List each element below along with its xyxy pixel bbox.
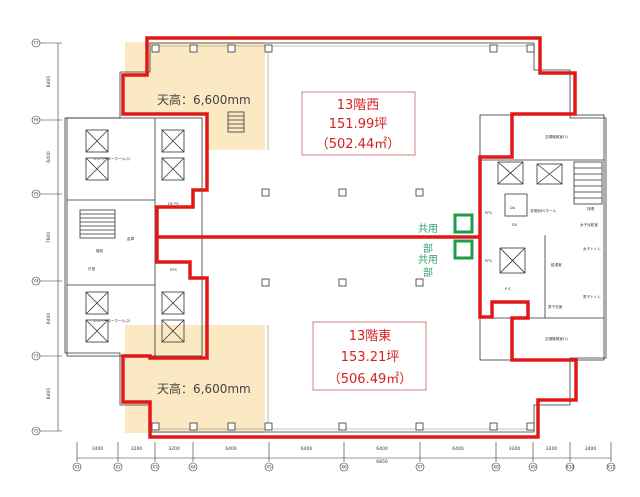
ceiling-height-bottom: 天高：6,600mm (157, 381, 251, 396)
unit-sqm: （506.49㎡） (328, 372, 413, 387)
room-label: 付室 (88, 266, 96, 271)
room-label: 階段 (96, 248, 104, 253)
room-label: 非常用EVホール (530, 208, 557, 213)
x-grid-marker (188, 462, 198, 472)
x-grid-marker (339, 462, 349, 472)
room-label: 女子化粧室 (580, 222, 598, 227)
x-grid-marker (606, 462, 616, 472)
room-label: 空調機械室(1) (545, 134, 569, 139)
x-grid-marker (528, 462, 538, 472)
unit-name: 13階東 (349, 328, 392, 344)
x-grid-label: X3 (152, 465, 158, 470)
y-grid-label: Y5 (33, 192, 39, 197)
common-area-marker-2 (453, 239, 474, 260)
x-grid-label: X9 (530, 465, 536, 470)
common-area-label: 部 (423, 266, 433, 279)
x-grid-label: X10 (566, 465, 574, 470)
columns (151, 44, 535, 431)
x-dimension: 3200 (509, 446, 521, 452)
unit-tsubo: 151.99坪 (329, 117, 388, 132)
west-unit-label: 13階西 151.99坪 （502.44㎡） (301, 91, 416, 156)
x-grid-marker (264, 462, 274, 472)
room-labels: エレベーターホール(1) エレベーターホール(2) 倉庫 階段 付室 EPS D… (88, 134, 601, 341)
x-grid-axis: X1 X2 X3 X4 X5 X6 X7 X8 X9 X10 X11 3400 3200 3200 6400… (72, 442, 616, 472)
y-grid-label: Y2 (33, 429, 39, 434)
y-grid-marker (31, 276, 41, 286)
stairs-left (79, 209, 116, 239)
y-grid-marker (31, 351, 41, 361)
room-label: EPS (485, 259, 492, 263)
x-grid-marker (565, 462, 575, 472)
x-grid-marker (150, 462, 160, 472)
elevators-left (85, 129, 185, 343)
x-dimension: 3200 (168, 446, 180, 452)
room-label: エレベーターホール(1) (93, 156, 131, 161)
y-grid-marker (31, 38, 41, 48)
unit-tsubo: 153.21坪 (341, 350, 400, 365)
y-grid-label: Y3 (33, 354, 39, 359)
y-dimension: 6400 (46, 76, 52, 88)
unit-name: 13階西 (337, 98, 380, 113)
room-label: EPS (170, 268, 177, 272)
x-total-dimension: 6850 (376, 459, 388, 465)
room-label: EPS (485, 211, 492, 215)
y-dimension: 7600 (46, 232, 52, 244)
common-area-marker-1 (453, 213, 474, 234)
right-core (227, 111, 603, 274)
x-dimension: 6400 (376, 446, 388, 452)
east-unit-label: 13階東 153.21坪 （506.49㎡） (312, 321, 427, 391)
y-dimension: 6400 (46, 388, 52, 400)
ceiling-height-top: 天高：6,600mm (157, 92, 251, 107)
room-label: 倉庫 (127, 236, 135, 241)
x-grid-label: X1 (74, 465, 80, 470)
room-label: 男子トイレ (583, 294, 601, 299)
x-grid-marker (72, 462, 82, 472)
y-dimension: 6400 (46, 151, 52, 163)
room-label: DA (510, 206, 516, 210)
x-dimension: 3200 (131, 446, 143, 452)
x-grid-label: X2 (115, 465, 121, 470)
x-grid-label: X8 (493, 465, 499, 470)
y-grid-marker (31, 189, 41, 199)
room-label: 女子トイレ (583, 246, 601, 251)
room-label: 空調機械室(2) (545, 336, 569, 341)
ceiling-area-top (125, 42, 265, 150)
x-grid-marker (415, 462, 425, 472)
unit-sqm: （502.44㎡） (316, 137, 401, 152)
x-dimension: 3200 (546, 446, 558, 452)
room-label: P S (505, 287, 511, 291)
x-grid-label: X4 (190, 465, 196, 470)
x-grid-label: X7 (417, 465, 423, 470)
y-dimension: 6400 (46, 313, 52, 325)
x-grid-marker (113, 462, 123, 472)
room-label: 給湯室 (551, 262, 562, 267)
common-area-label: 共用 (418, 223, 438, 235)
y-grid-label: Y7 (33, 41, 39, 46)
room-label: 排煙 (587, 206, 595, 211)
x-grid-marker (491, 462, 501, 472)
x-grid-label: X5 (266, 465, 272, 470)
x-dimension: 3400 (92, 446, 104, 452)
x-grid-label: X6 (341, 465, 347, 470)
y-grid-marker (31, 426, 41, 436)
x-grid-label: X11 (607, 465, 615, 470)
room-label: DS (512, 223, 518, 227)
common-area-label: 共用 (418, 254, 438, 266)
y-grid-label: Y6 (33, 118, 39, 123)
east-unit-outline (121, 237, 578, 439)
room-label: エレベーターホール(2) (93, 318, 131, 323)
x-dimension: 6400 (225, 446, 237, 452)
y-grid-marker (31, 115, 41, 125)
room-label: 男子洗面 (548, 304, 563, 309)
room-label: DS PS (168, 202, 179, 206)
x-dimension: 6400 (452, 446, 464, 452)
common-area-label: 部 (423, 242, 433, 255)
y-grid-label: Y4 (33, 279, 39, 284)
x-dimension: 6400 (301, 446, 313, 452)
x-dimension: 3400 (585, 446, 597, 452)
